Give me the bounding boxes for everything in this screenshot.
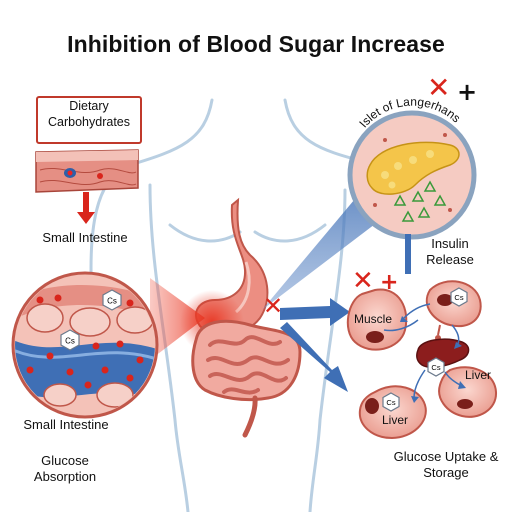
food-tissue: [35, 149, 139, 193]
inhibit-x-icon: ✕: [427, 71, 451, 104]
food-down-arrow: [77, 192, 95, 224]
svg-text:Cs: Cs: [65, 337, 75, 346]
liver-cell-bottom: [358, 385, 427, 440]
stomach-to-liver-arrow: [280, 322, 348, 392]
svg-text:Cs: Cs: [454, 293, 463, 302]
svg-text:Cs: Cs: [107, 297, 117, 306]
page-title: Inhibition of Blood Sugar Increase: [67, 31, 445, 57]
svg-text:Cs: Cs: [431, 363, 440, 372]
plus-icon: +: [380, 270, 399, 295]
cs-badge: Cs: [427, 357, 445, 377]
liver-label: Liver: [464, 368, 491, 382]
insulin-release-label: Insulin Release: [426, 236, 474, 268]
cs-badge: Cs: [60, 329, 80, 351]
intestines: [191, 319, 302, 438]
cs-badge: Cs: [102, 289, 122, 311]
dietary-carbs-box: [36, 96, 142, 144]
stomach-to-muscle-arrow: [280, 298, 350, 326]
muscle-cell: [346, 288, 408, 351]
svg-text:Cs: Cs: [386, 398, 395, 407]
cell-flow-arrows: [383, 303, 463, 399]
small-intestine-zoom-label: Small Intestine: [23, 417, 109, 432]
liver-label: Liver: [381, 413, 408, 427]
glucose-uptake-label: Glucose Uptake & Storage: [393, 449, 499, 481]
muscle-label: Muscle: [353, 312, 392, 326]
cs-badge: Cs: [450, 287, 468, 307]
liver-cell-right: [438, 366, 498, 418]
plus-icon: +: [457, 78, 478, 106]
target-cell: [425, 280, 482, 341]
cs-badge: Cs: [382, 392, 400, 412]
dietary-carbs-label: Dietary Carbohydrates: [48, 99, 130, 129]
glucose-absorption-label: Glucose Absorption: [33, 453, 97, 485]
zoom-funnel-red: [150, 278, 205, 360]
insulin-arrow: [405, 234, 411, 274]
intestine-zoom: [11, 271, 159, 419]
inhibit-x-icon: ✕: [263, 292, 284, 320]
inhibit-x-icon: ✕: [352, 266, 374, 296]
islet-zoom: [347, 110, 477, 240]
small-intestine-label: Small Intestine: [42, 230, 128, 245]
